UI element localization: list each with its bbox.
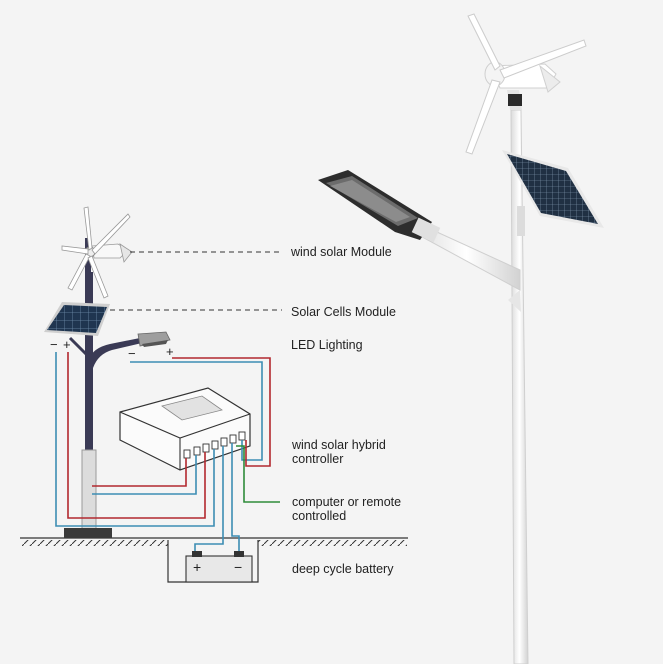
right-streetlight bbox=[318, 13, 604, 664]
label-wind-solar-module: wind solar Module bbox=[291, 245, 392, 259]
right-lamp-icon bbox=[318, 170, 441, 243]
led-plus-sign: + bbox=[166, 344, 174, 359]
controller-box-icon bbox=[119, 387, 251, 471]
label-solar-cells-module: Solar Cells Module bbox=[291, 305, 396, 319]
battery-icon bbox=[185, 551, 253, 583]
left-solar-panel-icon bbox=[44, 302, 110, 336]
label-deep-cycle-battery: deep cycle battery bbox=[292, 562, 394, 576]
battery-minus-sign: − bbox=[234, 559, 243, 575]
wiring bbox=[55, 352, 280, 551]
label-led-lighting: LED Lighting bbox=[291, 338, 363, 352]
left-pole bbox=[64, 272, 142, 538]
left-wind-turbine-icon bbox=[61, 206, 133, 299]
led-minus-sign: − bbox=[128, 346, 136, 361]
left-lamp-icon bbox=[137, 331, 171, 347]
right-wind-turbine-icon bbox=[465, 13, 587, 155]
battery-plus-sign: + bbox=[193, 559, 202, 575]
label-remote-control: computer or remote controlled bbox=[292, 495, 402, 523]
solar-minus-sign: − bbox=[50, 337, 58, 352]
right-pole bbox=[510, 109, 529, 664]
right-solar-panel-icon bbox=[502, 150, 604, 236]
solar-plus-sign: + bbox=[63, 337, 71, 352]
label-hybrid-controller: wind solar hybrid controller bbox=[292, 438, 386, 466]
